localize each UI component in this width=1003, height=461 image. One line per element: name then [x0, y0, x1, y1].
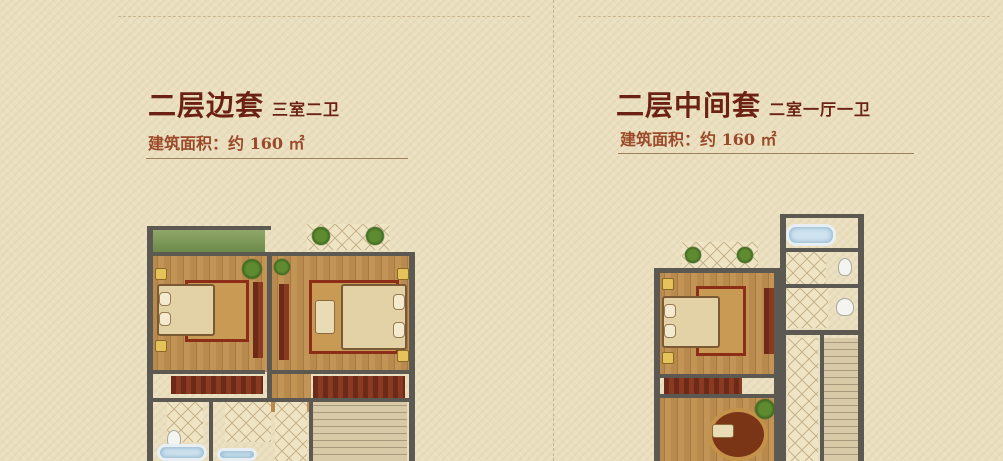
bathtub-icon: [786, 224, 836, 246]
left-floor-plan: [145, 222, 417, 461]
lamp-icon: [155, 340, 167, 352]
right-floor-plan: [652, 212, 866, 461]
wall: [780, 330, 862, 335]
lamp-icon: [662, 278, 674, 290]
right-unit-panel: 二层中间套二室一厅一卫 建筑面积：约 160 ㎡: [554, 0, 1003, 461]
pillow: [664, 304, 676, 318]
top-dashed-rule-right: [578, 16, 990, 17]
right-unit-rule: [618, 153, 914, 154]
right-unit-heading: 二层中间套二室一厅一卫: [616, 84, 871, 124]
wall: [820, 334, 824, 461]
right-unit-layout: 二室一厅一卫: [769, 100, 872, 119]
wardrobe: [279, 284, 289, 360]
panel-divider: [553, 0, 554, 461]
left-unit-rule: [146, 158, 408, 159]
wall: [780, 284, 862, 288]
plant-icon: [754, 398, 776, 420]
wall: [147, 252, 413, 256]
wardrobe: [313, 376, 405, 398]
wall: [147, 398, 413, 402]
bed: [662, 296, 720, 348]
wall: [858, 214, 864, 461]
wall: [267, 252, 272, 402]
wall: [147, 226, 153, 461]
right-bathroom: [786, 252, 826, 284]
desk: [712, 424, 734, 438]
sink-icon: [836, 298, 854, 316]
plant-icon: [365, 226, 385, 246]
wall: [654, 268, 780, 273]
pillow: [159, 292, 171, 306]
wardrobe: [253, 282, 263, 358]
bathtub-icon: [217, 448, 257, 461]
left-unit-title: 二层边套: [148, 89, 265, 122]
lamp-icon: [397, 350, 409, 362]
wall: [654, 374, 774, 378]
wall: [271, 370, 413, 374]
left-unit-area: 建筑面积：约 160 ㎡: [148, 134, 305, 153]
corridor-tile: [788, 338, 818, 461]
corridor-tile: [275, 402, 307, 461]
right-foyer: [786, 288, 828, 328]
lamp-icon: [397, 268, 409, 280]
pillow: [393, 294, 405, 310]
pillow: [664, 324, 676, 338]
right-unit-title: 二层中间套: [616, 89, 762, 122]
left-unit-panel: 二层边套三室二卫 建筑面积：约 160 ㎡: [145, 84, 417, 461]
wall: [147, 226, 271, 230]
wall: [209, 398, 213, 461]
wall: [147, 370, 265, 374]
wardrobe: [664, 378, 742, 394]
wall: [654, 268, 660, 461]
wall: [780, 214, 862, 218]
lamp-icon: [155, 268, 167, 280]
wall: [309, 398, 313, 461]
left-balcony-planter: [151, 230, 265, 252]
toilet-icon: [838, 258, 852, 276]
plant-icon: [684, 246, 702, 264]
staircase: [313, 402, 407, 461]
pillow: [159, 312, 171, 326]
plant-icon: [241, 258, 263, 280]
wall: [409, 252, 415, 461]
left-unit-heading: 二层边套三室二卫: [148, 84, 340, 124]
plant-icon: [311, 226, 331, 246]
lamp-icon: [662, 352, 674, 364]
left-unit-layout: 三室二卫: [272, 100, 341, 119]
pillow: [393, 322, 405, 338]
wall: [780, 214, 786, 461]
wardrobe: [764, 288, 774, 354]
right-unit-area: 建筑面积：约 160 ㎡: [620, 130, 777, 149]
top-dashed-rule-left: [118, 16, 530, 17]
staircase: [824, 338, 860, 461]
wall: [780, 248, 862, 252]
wardrobe: [171, 376, 263, 394]
plant-icon: [273, 258, 291, 276]
wall: [654, 394, 778, 398]
wall: [774, 268, 780, 461]
left-bathroom-2: [225, 402, 271, 442]
plant-icon: [736, 246, 754, 264]
bathtub-icon: [157, 444, 207, 461]
bench: [315, 300, 335, 334]
